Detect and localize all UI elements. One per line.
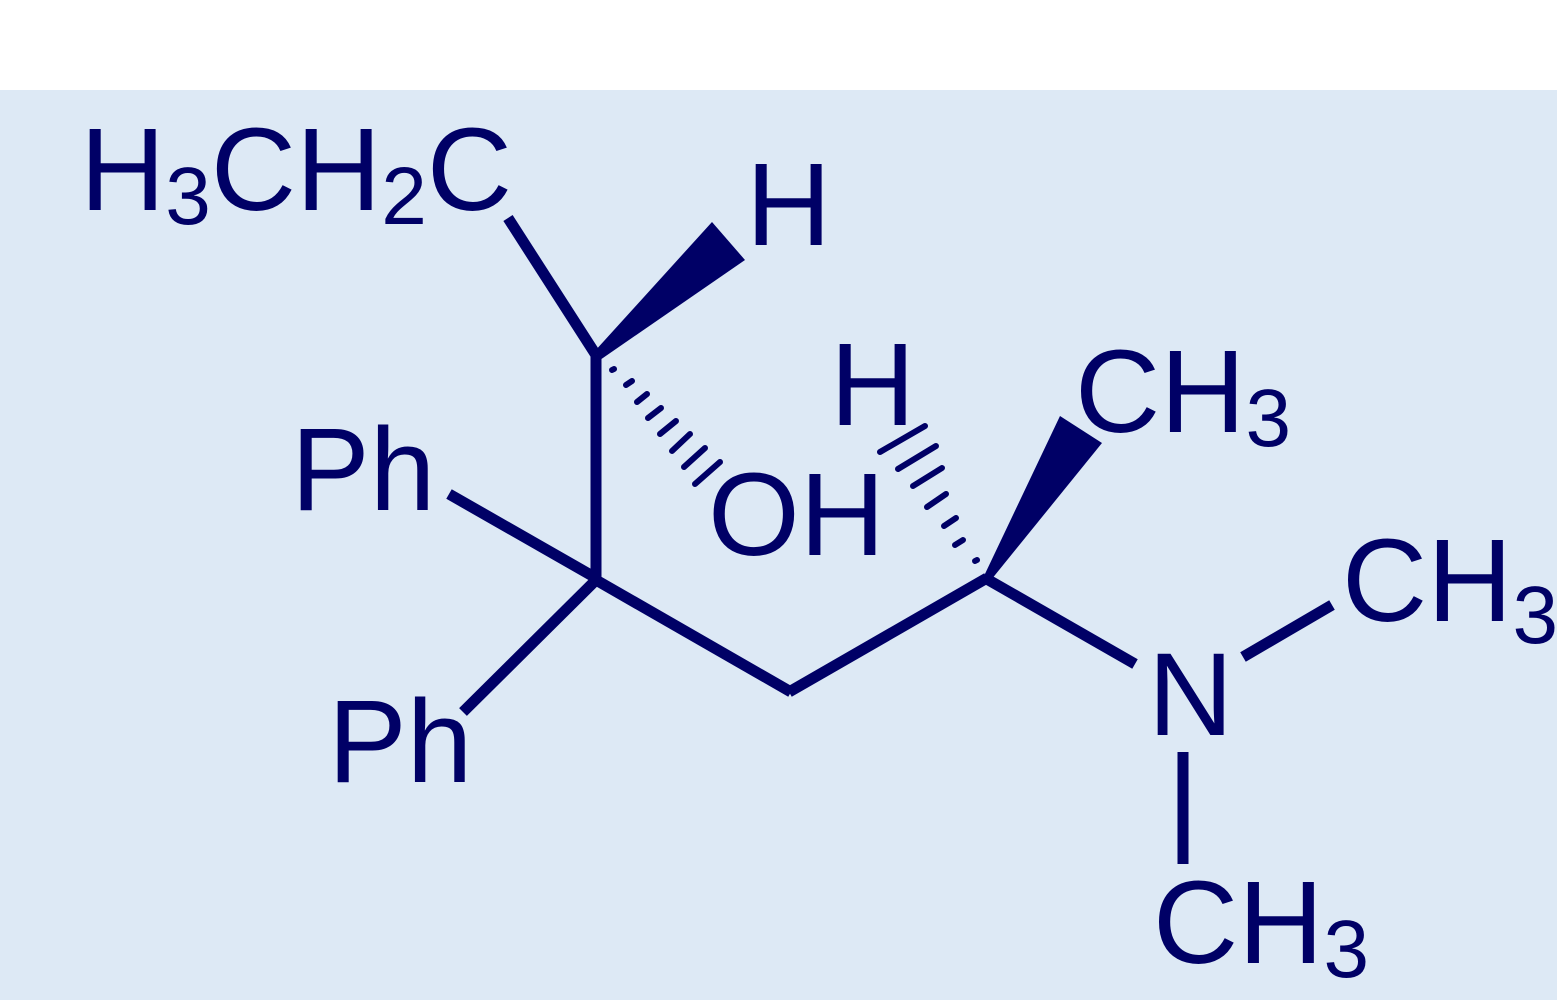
label-ch3-right: CH3 [1342,515,1557,661]
bond-c1-ethyl [503,215,601,358]
wedge-bond-c1-h [594,222,745,360]
label-oh: OH [708,449,885,581]
label-ethyl: H3CH2C [80,104,512,242]
bond-c2-ph-upper [446,489,599,583]
label-ch3-top: CH3 [1075,326,1291,464]
hash-bond-c1-oh [609,366,723,487]
hash-bond-c3-h [877,423,980,564]
label-n: N [1148,629,1233,761]
label-ph-upper: Ph [291,404,435,536]
wedge-bond-c3-ch3 [984,416,1102,580]
bond-c3-n [982,573,1138,669]
label-ch3-bottom: CH3 [1153,857,1369,995]
bond-c2-ch2 [593,575,794,697]
bond-ch2-c3 [786,573,990,697]
label-h-mid: H [830,319,915,451]
label-h-top: H [746,139,831,271]
bond-n-ch3-right [1240,600,1335,662]
bond-c2-ph-lower [459,576,600,716]
label-ph-lower: Ph [328,676,472,808]
structure-panel [0,90,1557,1000]
